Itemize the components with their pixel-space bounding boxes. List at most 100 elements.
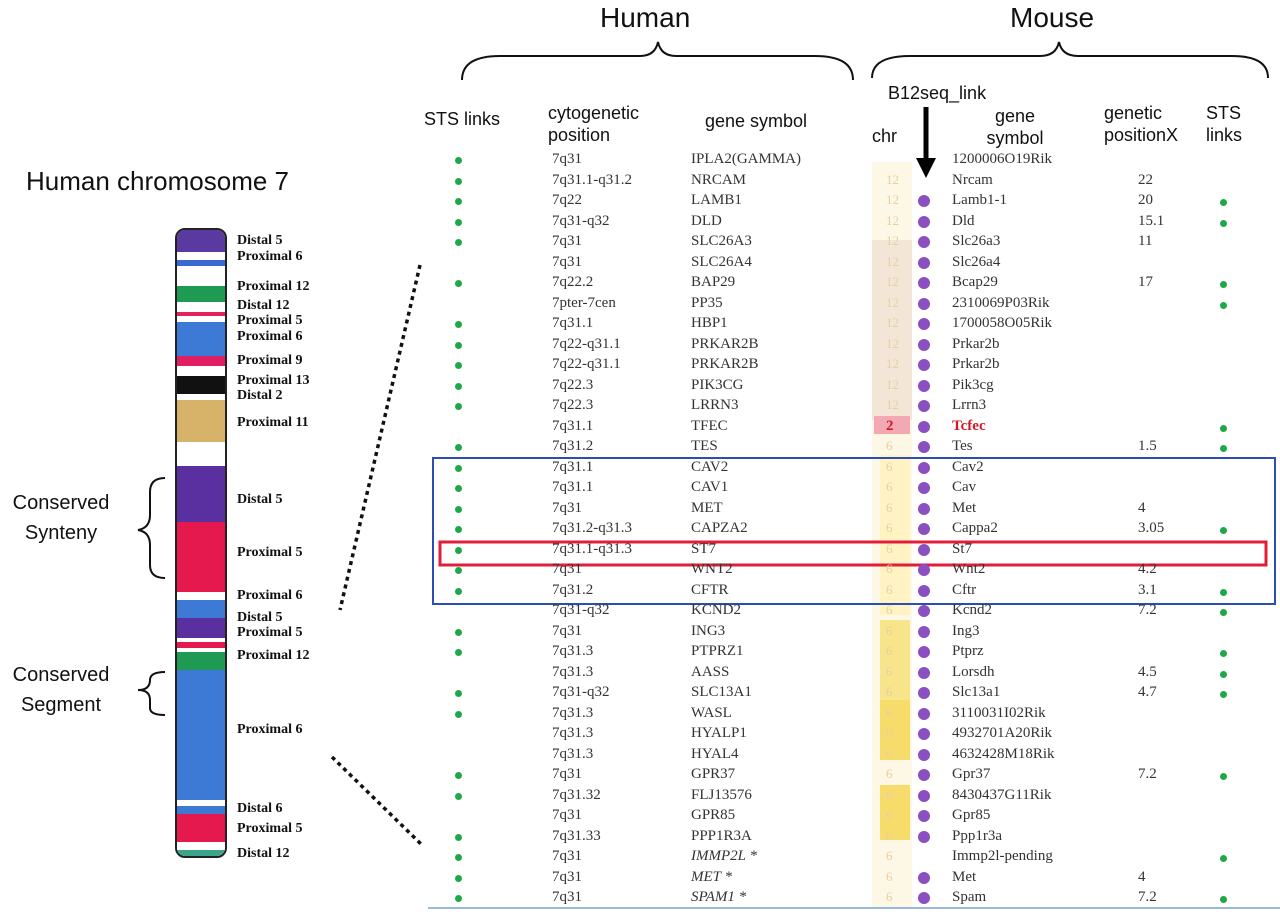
sts-link-icon[interactable]	[455, 403, 462, 410]
mouse-sts-link-icon[interactable]	[1220, 527, 1227, 534]
sts-link-icon[interactable]	[455, 382, 462, 390]
b12seq-link-icon[interactable]	[918, 605, 930, 617]
gene-symbol-cell: BAP29	[691, 274, 736, 290]
sts-link-icon[interactable]	[455, 321, 462, 328]
mouse-sts-link-icon[interactable]	[1220, 588, 1227, 596]
mouse-sts-link-icon[interactable]	[1220, 219, 1227, 227]
b12seq-link-icon[interactable]	[918, 728, 930, 740]
sts-link-icon[interactable]	[455, 464, 462, 472]
gene-symbol-cell: WNT2	[691, 561, 733, 577]
cytogenetic-position-cell: 7q31.1	[552, 458, 594, 475]
sts-link-icon[interactable]	[455, 567, 462, 574]
mouse-sts-link-icon[interactable]	[1220, 650, 1227, 657]
b12seq-link-icon[interactable]	[918, 830, 930, 843]
mouse-sts-link-icon[interactable]	[1220, 670, 1227, 678]
b12seq-link-icon[interactable]	[918, 646, 930, 658]
gene-symbol-cell: PRKAR2B	[691, 335, 759, 352]
b12seq-link-icon[interactable]	[918, 564, 930, 576]
segment-brace	[137, 671, 166, 716]
mouse-sts-link-icon[interactable]	[1220, 773, 1227, 780]
b12seq-link-icon[interactable]	[918, 441, 930, 453]
sts-link-icon[interactable]	[455, 362, 462, 369]
mouse-sts-link-icon[interactable]	[1220, 896, 1227, 903]
sts-link-icon[interactable]	[455, 710, 462, 718]
b12seq-link-icon[interactable]	[918, 871, 930, 884]
sts-link-icon[interactable]	[455, 526, 462, 533]
b12seq-link-icon[interactable]	[918, 461, 930, 474]
b12seq-link-icon[interactable]	[918, 666, 930, 679]
chromosome-7-ideogram	[175, 228, 227, 858]
b12seq-link-icon[interactable]	[918, 195, 930, 207]
sts-link-icon[interactable]	[455, 218, 462, 226]
b12seq-link-icon[interactable]	[918, 256, 930, 269]
mouse-gene-symbol-cell: Ing3	[952, 622, 980, 639]
gene-symbol-cell: HYAL4	[691, 745, 739, 762]
sts-links-human-header: STS links	[424, 109, 501, 129]
gene-symbol-cell: NRCAM	[691, 171, 747, 188]
sts-link-icon[interactable]	[455, 628, 462, 636]
mouse-sts-link-icon[interactable]	[1220, 424, 1227, 432]
b12seq-link-icon[interactable]	[918, 625, 930, 638]
sts-link-icon[interactable]	[455, 874, 462, 882]
sts-link-icon[interactable]	[455, 854, 462, 861]
b12seq-link-icon[interactable]	[918, 748, 930, 761]
sts-link-icon[interactable]	[455, 198, 462, 205]
b12seq-link-icon[interactable]	[918, 338, 930, 351]
sts-link-icon[interactable]	[455, 792, 462, 800]
sts-link-icon[interactable]	[455, 444, 462, 451]
b12seq-link-icon[interactable]	[918, 543, 930, 556]
mouse-sts-link-icon[interactable]	[1220, 281, 1227, 288]
mouse-sts-link-icon[interactable]	[1220, 199, 1227, 206]
sts-link-icon[interactable]	[455, 587, 462, 595]
sts-link-icon[interactable]	[455, 895, 462, 902]
b12seq-link-icon[interactable]	[918, 379, 930, 392]
b12seq-link-icon[interactable]	[918, 277, 930, 289]
sts-link-icon[interactable]	[455, 157, 462, 164]
b12seq-link-icon[interactable]	[918, 502, 930, 515]
mouse-sts-link-icon[interactable]	[1220, 445, 1227, 452]
sts-link-icon[interactable]	[455, 341, 462, 349]
b12seq-link-icon[interactable]	[918, 892, 930, 904]
sts-link-icon[interactable]	[455, 239, 462, 246]
sts-link-icon[interactable]	[455, 485, 462, 492]
sts-link-icon[interactable]	[455, 280, 462, 287]
genetic-position-cell: 15.1	[1138, 212, 1165, 229]
b12seq-link-header[interactable]: B12seq_link	[888, 83, 987, 103]
b12seq-link-icon[interactable]	[918, 789, 930, 802]
mouse-sts-link-icon[interactable]	[1220, 609, 1227, 616]
b12seq-link-icon[interactable]	[918, 584, 930, 597]
b12seq-link-icon[interactable]	[918, 810, 930, 822]
b12seq-link-icon[interactable]	[918, 769, 930, 781]
genetic-position-cell: 7.2	[1138, 889, 1157, 905]
b12seq-link-icon[interactable]	[918, 318, 930, 330]
genetic-position-cell: 3.1	[1138, 581, 1157, 598]
chr-cell: 6	[886, 602, 893, 617]
sts-link-icon[interactable]	[455, 690, 462, 697]
b12seq-link-icon[interactable]	[918, 359, 930, 371]
mouse-gene-symbol-cell: Gpr37	[952, 766, 991, 782]
mouse-sts-link-icon[interactable]	[1220, 691, 1227, 698]
b12seq-link-icon[interactable]	[918, 215, 930, 228]
b12seq-link-icon[interactable]	[918, 420, 930, 433]
b12seq-link-icon[interactable]	[918, 297, 930, 310]
mouse-gene-symbol-cell: Cftr	[952, 581, 977, 598]
sts-link-icon[interactable]	[455, 833, 462, 841]
sts-link-icon[interactable]	[455, 772, 462, 779]
b12seq-link-icon[interactable]	[918, 236, 930, 248]
mouse-sts-link-icon[interactable]	[1220, 301, 1227, 309]
chr-cell: 6	[886, 807, 893, 822]
mouse-sts-link-icon[interactable]	[1220, 855, 1227, 862]
sts-link-icon[interactable]	[455, 649, 462, 656]
sts-link-icon[interactable]	[455, 546, 462, 554]
sts-link-icon[interactable]	[455, 505, 462, 513]
sts-link-icon[interactable]	[455, 177, 462, 185]
b12seq-link-icon[interactable]	[918, 707, 930, 720]
b12seq-link-icon[interactable]	[918, 482, 930, 494]
b12seq-link-icon[interactable]	[918, 523, 930, 535]
cytogenetic-position-cell: 7q31.3	[552, 725, 594, 741]
b12seq-link-icon[interactable]	[918, 687, 930, 699]
b12seq-link-icon[interactable]	[918, 400, 930, 412]
